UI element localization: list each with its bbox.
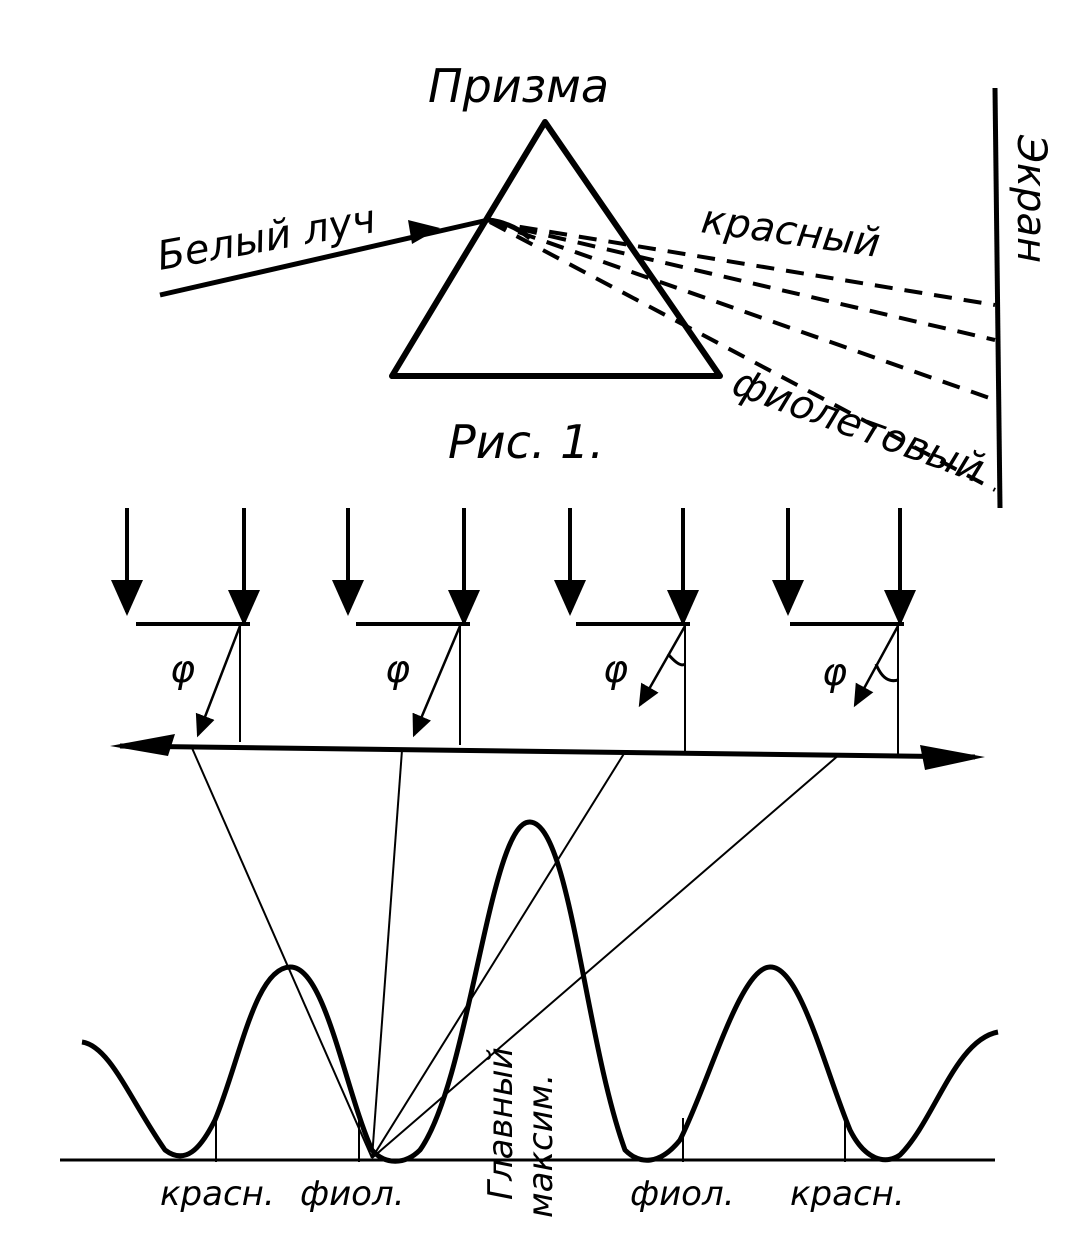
screen-line [992, 87, 1003, 509]
orange-ray [489, 220, 996, 342]
bottom-label-violet-right: фиол. [630, 1174, 735, 1214]
angle-arc [874, 663, 899, 683]
figure1-caption: Рис. 1. [448, 415, 604, 469]
main-max-label-line2: максим. [521, 1074, 561, 1218]
bottom-label-red-left: красн. [160, 1174, 275, 1214]
bottom-label-violet-left: фиол. [300, 1174, 405, 1214]
dispersed-rays [489, 220, 996, 492]
main-max-label-line1: Главный [481, 1047, 521, 1200]
violet-ray [489, 220, 996, 492]
bottom-label-red-right: красн. [790, 1174, 905, 1214]
intensity-curve [81, 819, 999, 1164]
focusing-rays [191, 747, 841, 1159]
slit-unit-4 [772, 508, 916, 755]
angle-label-1: φ [170, 647, 195, 691]
white-ray-label: Белый луч [154, 196, 379, 280]
lens-axis-right-arrowhead [920, 745, 985, 770]
focus-ray-4 [371, 753, 841, 1159]
grating-figure [60, 508, 999, 1164]
diffracted-ray [638, 625, 687, 708]
violet-label: фиолетовый [727, 359, 991, 492]
spectrum-ticks [215, 1118, 846, 1162]
angle-label-2: φ [385, 647, 410, 691]
focus-ray-2 [371, 749, 403, 1159]
red-ray [489, 220, 996, 307]
slit-unit-1 [111, 508, 260, 742]
lens-axis [119, 743, 976, 760]
screen-label: Экран [1008, 134, 1054, 263]
white-ray-arrowhead [408, 220, 440, 244]
lens-axis-left-arrowhead [110, 734, 175, 756]
prism-label: Призма [428, 59, 609, 113]
focus-ray-1 [191, 747, 373, 1159]
diffracted-ray [412, 625, 462, 738]
red-label: красный [699, 196, 883, 267]
prism-figure [159, 87, 1003, 509]
white-ray [159, 217, 489, 298]
prism-triangle [389, 119, 723, 379]
slit-unit-2 [332, 508, 480, 745]
slit-unit-3 [554, 508, 699, 752]
angle-arc [666, 653, 686, 667]
angle-label-3: φ [603, 647, 628, 691]
focus-ray-3 [371, 751, 626, 1159]
diffracted-ray [195, 625, 242, 738]
angle-label-4: φ [822, 650, 847, 694]
